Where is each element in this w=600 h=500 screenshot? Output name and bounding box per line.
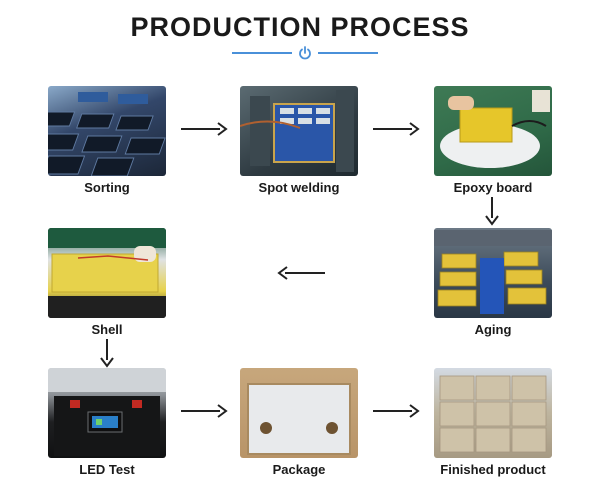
page-title: PRODUCTION PROCESS [130,12,470,42]
step-label: Sorting [84,180,130,195]
step-sorting: Sorting [48,86,166,195]
arrow-left-icon [277,266,325,280]
finished-product-photo [434,368,552,458]
arrow-right-icon [181,122,228,136]
step-package: Package [240,368,358,477]
step-shell: Shell [48,228,166,337]
step-label: Package [272,462,326,477]
title-line-left [232,52,292,54]
led-test-photo [48,368,166,458]
sorting-photo [48,86,166,176]
arrow-right-icon [373,122,420,136]
step-label: Aging [474,322,512,337]
arrow-right-icon [181,404,228,418]
step-aging: Aging [434,228,552,337]
step-finished-product: Finished product [434,368,552,477]
step-label: Spot welding [258,180,340,195]
step-label: Shell [91,322,123,337]
package-photo [240,368,358,458]
spot-welding-photo [240,86,358,176]
epoxy-board-photo [434,86,552,176]
title-decoration [0,46,600,60]
shell-photo [48,228,166,318]
aging-photo [434,228,552,318]
arrow-down-icon [485,197,499,226]
title-line-right [318,52,378,54]
arrow-down-icon [100,339,114,368]
arrow-right-icon [373,404,420,418]
step-spot-welding: Spot welding [240,86,358,195]
step-led-test: LED Test [48,368,166,477]
power-icon [299,46,311,60]
step-epoxy-board: Epoxy board [434,86,552,195]
step-label: Epoxy board [453,180,533,195]
step-label: Finished product [440,462,546,477]
step-label: LED Test [79,462,135,477]
